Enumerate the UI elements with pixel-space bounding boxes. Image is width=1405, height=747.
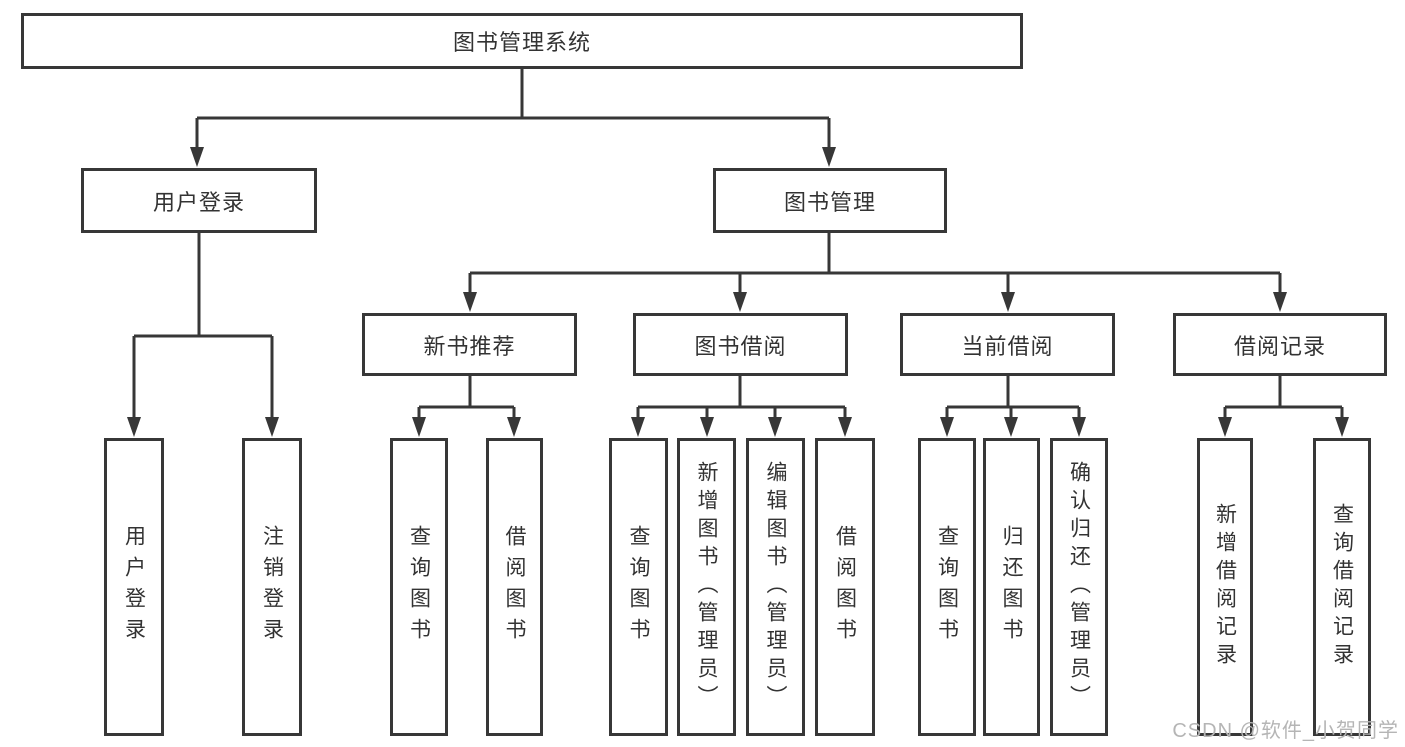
- node-current-borrow: 当前借阅: [900, 313, 1115, 376]
- node-borrow-record-label: 借阅记录: [1233, 333, 1326, 359]
- node-book-borrow-label: 图书借阅: [694, 333, 787, 359]
- leaf-add-book-admin-label: 新增图书（管理员）: [695, 461, 718, 713]
- node-root-label: 图书管理系统: [452, 30, 591, 55]
- leaf-add-borrow-record: 新增借阅记录: [1197, 438, 1253, 736]
- node-book-borrow: 图书借阅: [633, 313, 848, 376]
- leaf-confirm-return-admin: 确认归还（管理员）: [1050, 438, 1108, 736]
- leaf-borrow-book-2: 借阅图书: [815, 438, 875, 736]
- leaf-borrow-book-1-label: 借阅图书: [503, 525, 526, 649]
- leaf-query-borrow-record-label: 查询借阅记录: [1330, 503, 1354, 671]
- node-book-management-label: 图书管理: [783, 189, 876, 215]
- leaf-query-book-2: 查询图书: [609, 438, 668, 736]
- leaf-query-book-1-label: 查询图书: [407, 525, 431, 649]
- node-new-book-recommend: 新书推荐: [362, 313, 577, 376]
- node-current-borrow-label: 当前借阅: [961, 333, 1054, 359]
- arrowheads: [127, 147, 1349, 437]
- leaf-confirm-return-admin-label: 确认归还（管理员）: [1067, 461, 1091, 713]
- csdn-watermark: CSDN @软件_小贺同学: [1172, 720, 1399, 742]
- leaf-query-book-3-label: 查询图书: [935, 525, 959, 649]
- leaf-borrow-book-1: 借阅图书: [486, 438, 543, 736]
- leaf-edit-book-admin-label: 编辑图书（管理员）: [764, 461, 787, 713]
- leaf-logout: 注销登录: [242, 438, 302, 736]
- leaf-user-login: 用户登录: [104, 438, 164, 736]
- leaf-logout-label: 注销登录: [260, 525, 284, 649]
- leaf-user-login-label: 用户登录: [122, 525, 146, 649]
- leaf-add-book-admin: 新增图书（管理员）: [677, 438, 736, 736]
- leaf-query-book-2-label: 查询图书: [627, 525, 650, 649]
- leaf-return-book-label: 归还图书: [1000, 525, 1023, 649]
- leaf-return-book: 归还图书: [983, 438, 1040, 736]
- node-borrow-record: 借阅记录: [1173, 313, 1387, 376]
- leaf-add-borrow-record-label: 新增借阅记录: [1213, 503, 1237, 671]
- leaf-query-book-3: 查询图书: [918, 438, 976, 736]
- leaf-edit-book-admin: 编辑图书（管理员）: [746, 438, 805, 736]
- node-new-book-recommend-label: 新书推荐: [423, 333, 516, 359]
- node-user-login: 用户登录: [81, 168, 317, 233]
- leaf-query-borrow-record: 查询借阅记录: [1313, 438, 1371, 736]
- node-user-login-label: 用户登录: [152, 189, 245, 215]
- node-root: 图书管理系统: [21, 13, 1023, 69]
- leaf-borrow-book-2-label: 借阅图书: [833, 525, 857, 649]
- leaf-query-book-1: 查询图书: [390, 438, 448, 736]
- node-book-management: 图书管理: [713, 168, 947, 233]
